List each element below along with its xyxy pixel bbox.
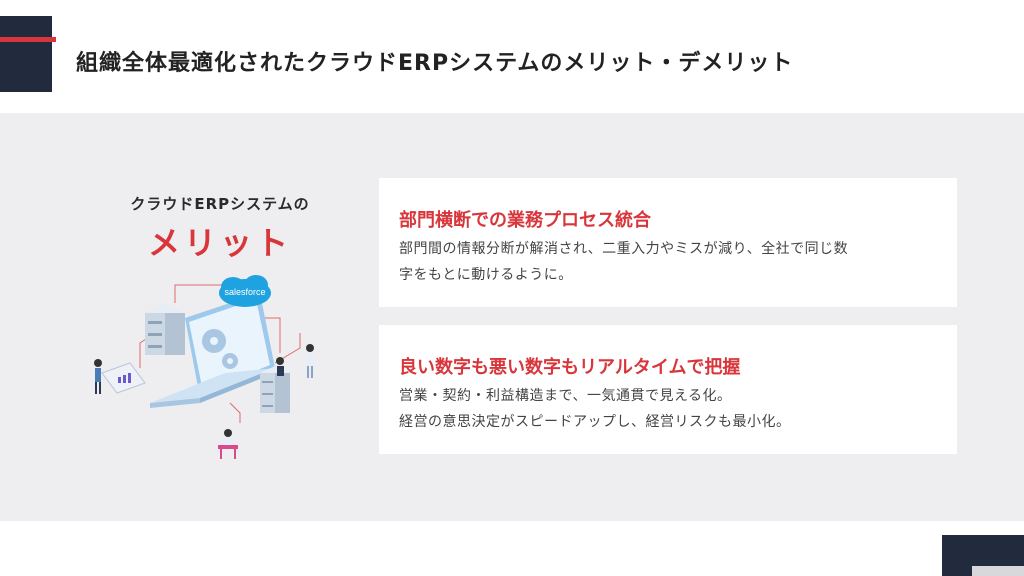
card-text-line: 字をもとに動けるように。 (399, 267, 573, 283)
cloud-icon: salesforce (219, 275, 271, 307)
header-accent-block (0, 16, 52, 92)
footer-accent-bar (972, 566, 1024, 576)
server-icon (145, 303, 185, 355)
card-text-line: 営業・契約・利益構造まで、一気通貫で見える化。 (399, 388, 732, 404)
merit-card-realtime: 良い数字も悪い数字もリアルタイムで把握 営業・契約・利益構造まで、一気通貫で見え… (379, 325, 957, 454)
card-text-line: 経営の意思決定がスピードアップし、経営リスクも最小化。 (399, 414, 791, 430)
card-body: 部門間の情報分断が解消され、二重入力やミスが減り、全社で同じ数 字をもとに動ける… (399, 236, 947, 288)
merit-card-integration: 部門横断での業務プロセス統合 部門間の情報分断が解消され、二重入力やミスが減り、… (379, 178, 957, 307)
header-accent-line (0, 37, 56, 42)
gear-icon (202, 329, 238, 369)
content-panel: クラウドERPシステムの メリット (0, 113, 1024, 521)
merit-subtitle: クラウドERPシステムの (130, 195, 310, 213)
page-title: 組織全体最適化されたクラウドERPシステムのメリット・デメリット (76, 51, 794, 76)
cloud-label: salesforce (224, 287, 265, 297)
merit-title: メリット (147, 224, 292, 262)
card-heading: 部門横断での業務プロセス統合 (399, 210, 651, 231)
server-icon-right (260, 366, 290, 413)
card-body: 営業・契約・利益構造まで、一気通貫で見える化。 経営の意思決定がスピードアップし… (399, 383, 947, 435)
card-text-line: 部門間の情報分断が解消され、二重入力やミスが減り、全社で同じ数 (399, 241, 849, 257)
card-heading: 良い数字も悪い数字もリアルタイムで把握 (399, 357, 741, 378)
cloud-erp-illustration: salesforce (94, 275, 314, 459)
laptop-icon (150, 293, 275, 408)
merit-title-group: クラウドERPシステムの メリット (100, 193, 340, 264)
person-icon (94, 344, 314, 459)
chart-icon (101, 362, 146, 394)
